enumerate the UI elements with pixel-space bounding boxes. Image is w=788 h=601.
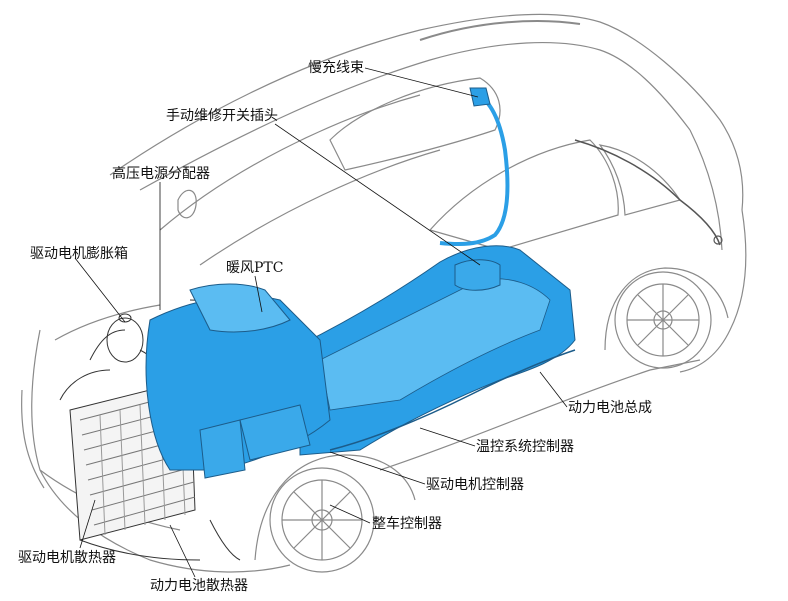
leader-thermal bbox=[419, 427, 476, 447]
label-motor-expansion-tank: 驱动电机膨胀箱 bbox=[30, 246, 128, 262]
leader-ptc bbox=[254, 275, 263, 313]
label-motor-radiator: 驱动电机散热器 bbox=[18, 550, 116, 566]
leader-motor-controller bbox=[329, 451, 426, 485]
label-hv-distribution-box: 高压电源分配器 bbox=[112, 166, 210, 182]
label-slow-charge-harness: 慢充线束 bbox=[308, 60, 364, 76]
leader-vehicle-controller bbox=[329, 504, 371, 524]
label-battery-radiator: 动力电池散热器 bbox=[150, 578, 248, 594]
label-vehicle-controller: 整车控制器 bbox=[372, 516, 442, 532]
label-motor-controller: 驱动电机控制器 bbox=[426, 477, 524, 493]
leader-expansion-tank bbox=[74, 257, 126, 323]
leader-lines bbox=[74, 67, 568, 578]
label-ptc-heater: 暖风PTC bbox=[226, 260, 284, 276]
leader-battery bbox=[539, 371, 568, 408]
slow-charge-cable bbox=[439, 93, 510, 246]
leader-motor-radiator bbox=[79, 499, 96, 549]
label-manual-service-plug: 手动维修开关插头 bbox=[166, 108, 278, 124]
leader-manual-service-plug bbox=[274, 123, 481, 266]
leader-slow-charge bbox=[364, 67, 479, 98]
label-thermal-controller: 温控系统控制器 bbox=[476, 439, 574, 455]
leader-battery-radiator bbox=[169, 524, 196, 578]
hv-system-highlight bbox=[145, 87, 576, 479]
label-battery-assembly: 动力电池总成 bbox=[568, 400, 652, 416]
